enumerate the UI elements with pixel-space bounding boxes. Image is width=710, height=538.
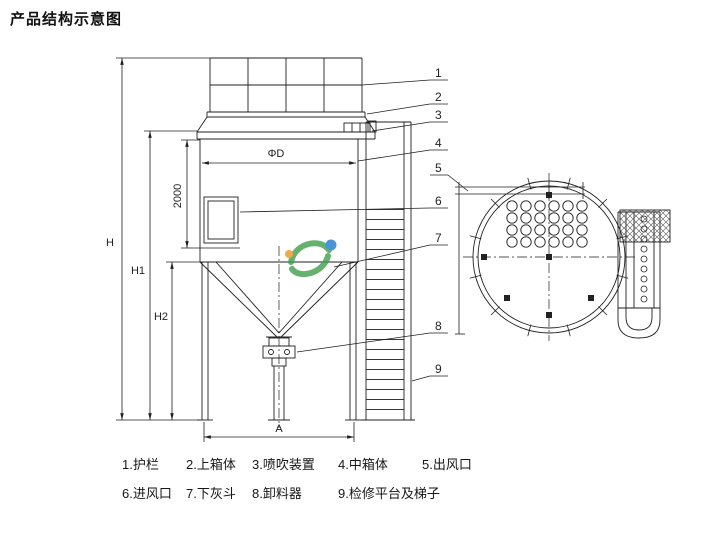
dimensions: [116, 57, 356, 442]
dim-h2-label: H2: [154, 311, 168, 323]
inlet-door: [203, 196, 239, 244]
ladder-platform: [361, 121, 415, 421]
legend-item: 7.下灰斗: [186, 486, 236, 501]
legend: 1.护栏 2.上箱体 3.喷吹装置 4.中箱体 5.出风口 6.进风口 7.下灰…: [122, 454, 472, 502]
middle-box: [199, 139, 359, 263]
legend-item: 6.进风口: [122, 486, 172, 501]
support-legs: [197, 262, 361, 421]
callout-1: 1: [435, 66, 442, 80]
plan-dimensions: [455, 182, 585, 335]
dim-h-label: H: [106, 237, 114, 249]
legend-item: 1.护栏: [122, 457, 159, 472]
legend-item: 4.中箱体: [338, 457, 388, 472]
blowing-device: [343, 120, 377, 133]
dim-2000-label: 2000: [172, 184, 184, 208]
legend-item: 8.卸料器: [252, 486, 302, 501]
logo-swoosh-bottom: [289, 253, 331, 278]
callout-3: 3: [435, 108, 442, 122]
legend-item: 2.上箱体: [186, 457, 236, 472]
logo-blue-dot: [325, 239, 337, 251]
callout-2: 2: [435, 90, 442, 104]
dim-a-label: A: [275, 423, 283, 435]
watermark-logo: [285, 239, 337, 278]
legend-item: 3.喷吹装置: [252, 457, 315, 472]
discharger: [262, 337, 296, 421]
dim-diameter-label: ΦD: [268, 148, 285, 160]
callout-4: 4: [435, 136, 442, 150]
legend-item: 5.出风口: [422, 457, 472, 472]
callout-9: 9: [435, 362, 442, 376]
callout-5: 5: [435, 161, 442, 175]
logo-swoosh-top: [288, 240, 332, 265]
dim-h1-label: H1: [131, 265, 145, 277]
logo-orange-dot: [285, 250, 293, 258]
plan-view: [455, 173, 671, 341]
filter-bag-holes: [506, 200, 588, 248]
legend-item: 9.检修平台及梯子: [338, 486, 440, 501]
elevation-view: [196, 57, 415, 428]
callout-8: 8: [435, 319, 442, 333]
guardrail: [209, 57, 363, 112]
callouts: 1 2 3 4 5 6 7 8 9: [239, 66, 469, 382]
outlet-duct: [617, 209, 671, 339]
upper-box: [196, 111, 376, 140]
callout-6: 6: [435, 194, 442, 208]
dimension-labels: H H1 H2 2000 ΦD A: [106, 148, 284, 435]
callout-7: 7: [435, 231, 442, 245]
page-title: 产品结构示意图: [10, 11, 123, 28]
